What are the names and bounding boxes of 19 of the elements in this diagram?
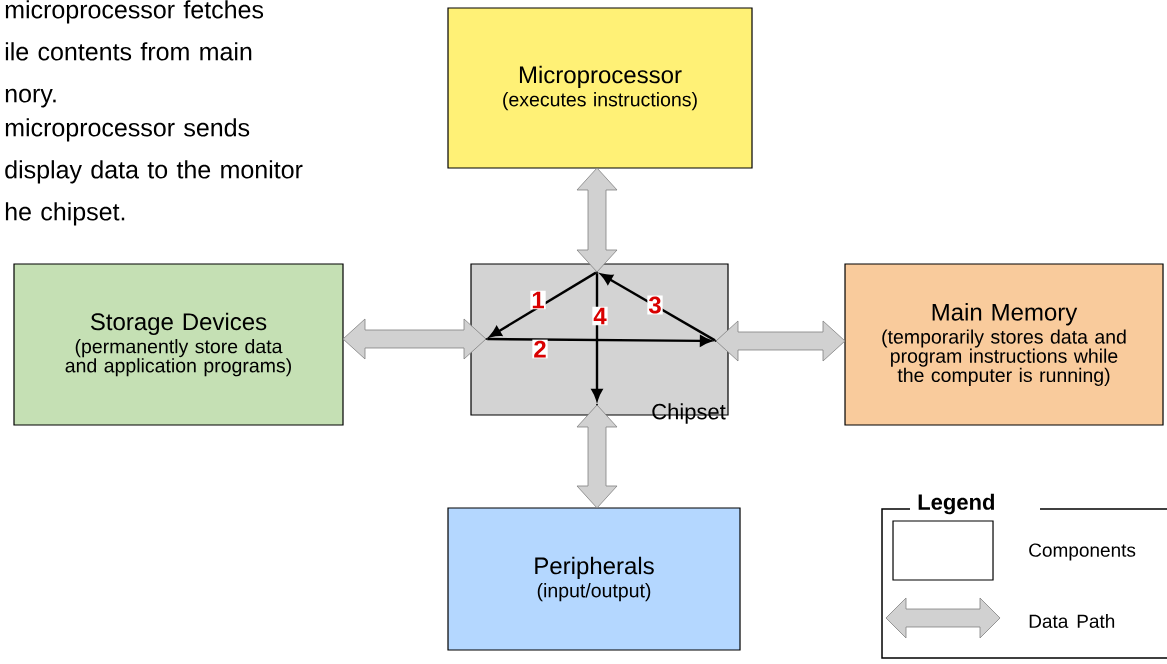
- component-box: Storage Devices (permanently store data and application programs): [13, 263, 344, 426]
- component-box: Peripherals (input/output): [447, 507, 741, 651]
- arrow: [487, 335, 712, 347]
- legend-text: Components: [1029, 543, 1136, 561]
- data-path-arrow: [576, 404, 618, 509]
- component-box: Microprocessor (executes instructions): [447, 7, 753, 169]
- note-text: microprocessor fetches ile contents from main nory.: [5, 0, 264, 108]
- node-label: Chipset: [652, 403, 726, 424]
- arrow: [600, 273, 716, 342]
- component-box: Main Memory (temporarily stores data and program instructions while the computer is running): [844, 263, 1164, 426]
- arrow: [591, 273, 603, 401]
- data-path-arrow: [576, 167, 618, 273]
- data-path-arrow: [342, 318, 487, 360]
- legend-title: Legend: [918, 493, 994, 515]
- step-number: 3: [647, 295, 663, 315]
- legend-text: Data Path: [1029, 614, 1115, 628]
- arrow: [489, 271, 597, 338]
- data-path-arrow: [715, 320, 846, 362]
- note-text: microprocessor sends display data to the monitor he chipset.: [5, 118, 303, 226]
